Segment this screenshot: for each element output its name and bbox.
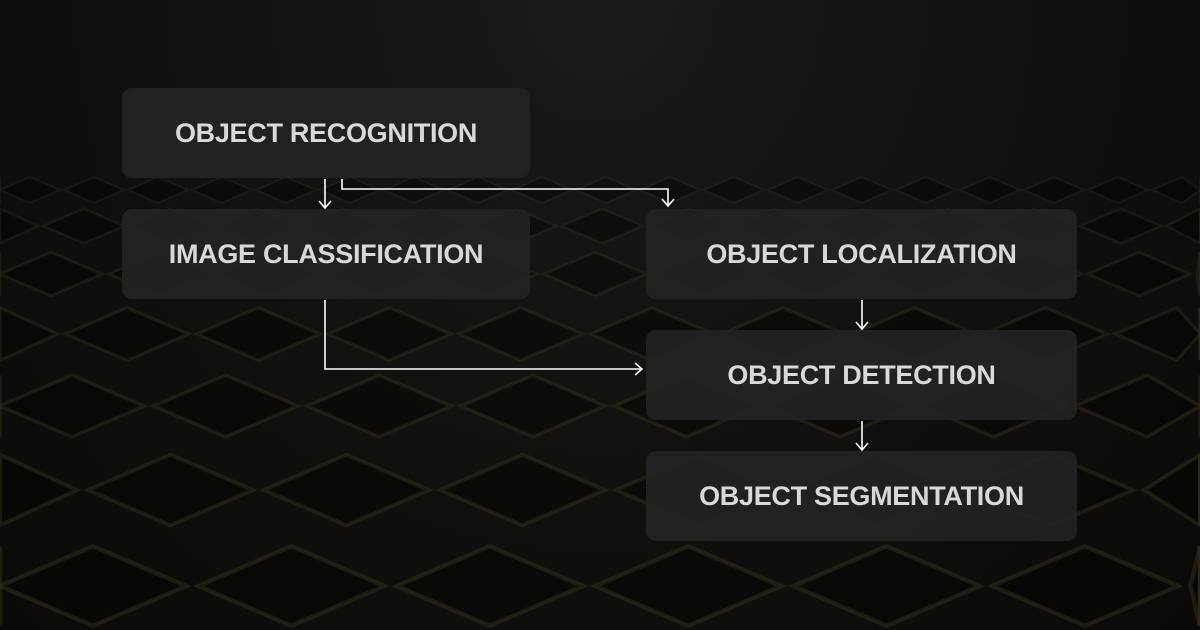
grid-cell [0,250,106,298]
grid-cell [1149,176,1200,204]
grid-cell [82,452,259,528]
grid-cell [192,543,391,629]
node-object-segmentation: OBJECT SEGMENTATION [646,451,1077,541]
grid-cell [558,207,646,245]
grid-cell [1084,250,1194,298]
grid-cell [149,373,303,439]
grid-cell [986,543,1184,629]
grid-cell [61,306,193,362]
grid-cell [40,207,128,245]
grid-cell [61,176,127,204]
node-label: OBJECT DETECTION [727,359,996,390]
grid-cell [0,452,82,528]
grid-cell [317,176,383,204]
node-label: OBJECT SEGMENTATION [699,480,1024,511]
grid-cell [189,176,255,204]
grid-cell [456,373,610,439]
grid-cell [1140,452,1200,528]
node-label: OBJECT RECOGNITION [174,117,478,148]
grid-cell [434,452,611,528]
grid-cell [0,207,41,245]
grid-cell [323,306,456,362]
grid-cell [381,176,447,204]
grid-cell [509,176,575,204]
grid-cell [1070,373,1200,439]
grid-cell [957,176,1023,204]
node-image-classification: IMAGE CLASSIFICATION [122,209,530,299]
grid-cell [787,543,986,629]
grid-cell [1188,545,1200,627]
node-object-localization: OBJECT LOCALIZATION [646,209,1077,299]
grid-cell [391,543,589,629]
grid-cell [0,373,149,439]
grid-cell [455,306,587,362]
node-object-recognition: OBJECT RECOGNITION [122,88,530,178]
grid-cell [1163,207,1200,245]
grid-cell [765,176,831,204]
grid-cell [893,176,959,204]
grid-cell [1111,305,1200,363]
grid-cell [445,176,511,204]
grid-cell [573,176,639,204]
grid-cell [589,543,787,629]
grid-cell [0,543,192,629]
node-label: IMAGE CLASSIFICATION [168,238,484,269]
grid-cell [637,176,703,204]
node-label: OBJECT LOCALIZATION [706,238,1017,269]
grid-cell [302,373,456,439]
grid-cell [540,250,650,298]
grid-cell [125,176,191,204]
grid-cell [1021,176,1087,204]
grid-cell [1195,252,1200,296]
grid-cell [1076,207,1165,245]
grid-cell [829,176,895,204]
grid-cell [0,306,62,362]
node-object-detection: OBJECT DETECTION [646,330,1077,420]
grid-cell [258,452,435,528]
grid-cell [192,306,324,362]
grid-cell [701,176,767,204]
grid-cell [1085,176,1151,204]
grid-cell [0,176,63,204]
grid-cell [253,176,319,204]
